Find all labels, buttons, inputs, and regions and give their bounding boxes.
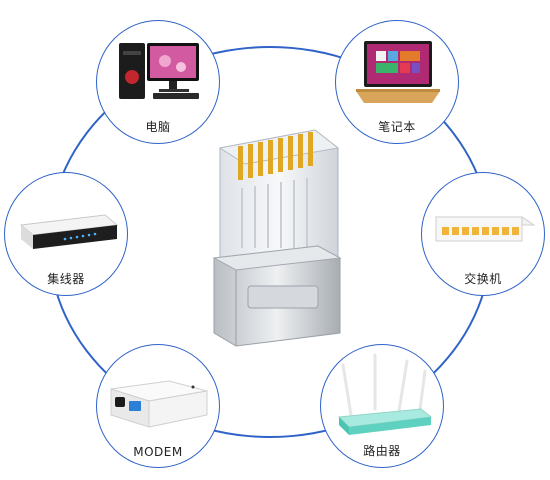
node-router: 路由器	[320, 344, 444, 468]
node-hub: 集线器	[4, 172, 128, 296]
laptop-icon	[356, 41, 440, 103]
node-modem: MODEM	[96, 344, 220, 468]
node-label-router: 路由器	[363, 444, 401, 458]
node-switch: 交换机	[421, 172, 545, 296]
node-label-laptop: 笔记本	[378, 120, 416, 134]
node-label-switch: 交换机	[464, 272, 502, 286]
desktop-computer-icon	[119, 43, 199, 99]
node-computer: 电脑	[96, 20, 220, 144]
rj45-connector-icon	[212, 129, 342, 347]
node-label-computer: 电脑	[145, 120, 171, 134]
node-label-modem: MODEM	[133, 445, 183, 459]
node-laptop: 笔记本	[335, 20, 459, 144]
modem-icon	[110, 380, 208, 428]
network-switch-icon	[434, 216, 536, 242]
wireless-router-icon	[337, 353, 433, 435]
rj45-connector	[200, 118, 350, 358]
network-hub-icon	[19, 214, 119, 249]
node-label-hub: 集线器	[47, 272, 85, 286]
